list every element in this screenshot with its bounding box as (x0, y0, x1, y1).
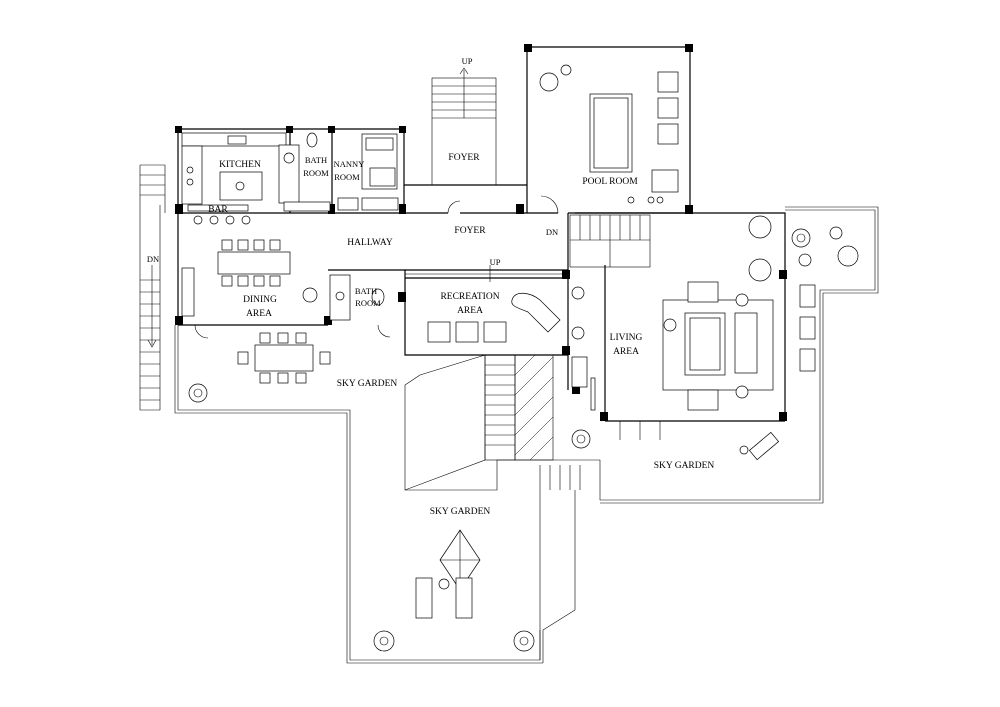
main-walls (177, 46, 786, 422)
label-nanny-line-1: NANNY (334, 159, 365, 169)
label-bath-1-line-2: ROOM (303, 168, 329, 178)
dining-table (181, 239, 318, 317)
stairs-down-mid (569, 214, 651, 268)
pool-deck (404, 354, 601, 491)
stairs-recreation-up (405, 265, 568, 282)
living-room-furniture (571, 215, 816, 411)
label-pool-room: POOL ROOM (582, 177, 638, 187)
label-bath-2-line-2: ROOM (355, 298, 381, 308)
label-up-top: UP (462, 56, 473, 66)
stairs-down-left (140, 174, 165, 401)
recreation-furniture (427, 286, 585, 343)
label-bath-1-line-1: BATH (305, 155, 327, 165)
label-bar: BAR (208, 205, 228, 215)
label-dining-line-1: DINING (243, 295, 277, 305)
label-dn-left: DN (147, 254, 159, 264)
label-hallway: HALLWAY (347, 238, 393, 248)
label-recreation-line-1: RECREATION (440, 292, 499, 302)
label-living-line-2: AREA (613, 347, 639, 357)
label-dining-line-2: AREA (246, 309, 272, 319)
right-garden-furniture (739, 226, 859, 461)
doors (194, 195, 661, 440)
bath-1-fixtures (278, 132, 331, 212)
label-recreation-line-2: AREA (457, 306, 483, 316)
label-dn-mid: DN (546, 227, 558, 237)
label-foyer-top: FOYER (448, 153, 480, 163)
label-sky-garden-left: SKY GARDEN (337, 379, 398, 389)
bath-2-fixtures (329, 274, 385, 321)
label-foyer-mid: FOYER (454, 226, 486, 236)
label-bath-2-line-1: BATH (355, 286, 377, 296)
label-nanny-line-2: ROOM (334, 172, 360, 182)
kitchen-fixtures (181, 132, 287, 225)
terrace-boundaries (139, 164, 879, 664)
label-living-line-1: LIVING (610, 333, 643, 343)
pool-table (539, 64, 679, 204)
stairs-up-top (431, 67, 497, 186)
room-labels: KITCHEN BAR BATH ROOM NANNY ROOM FOYER F… (147, 56, 715, 517)
bottom-garden-furniture (415, 529, 481, 619)
nanny-room-fixtures (337, 133, 399, 211)
label-up-mid: UP (490, 257, 501, 267)
label-sky-garden-bottom: SKY GARDEN (430, 507, 491, 517)
plants (188, 228, 811, 652)
label-kitchen: KITCHEN (219, 160, 261, 170)
structural-columns (175, 44, 787, 421)
outdoor-dining-set (237, 332, 331, 384)
label-sky-garden-right: SKY GARDEN (654, 461, 715, 471)
